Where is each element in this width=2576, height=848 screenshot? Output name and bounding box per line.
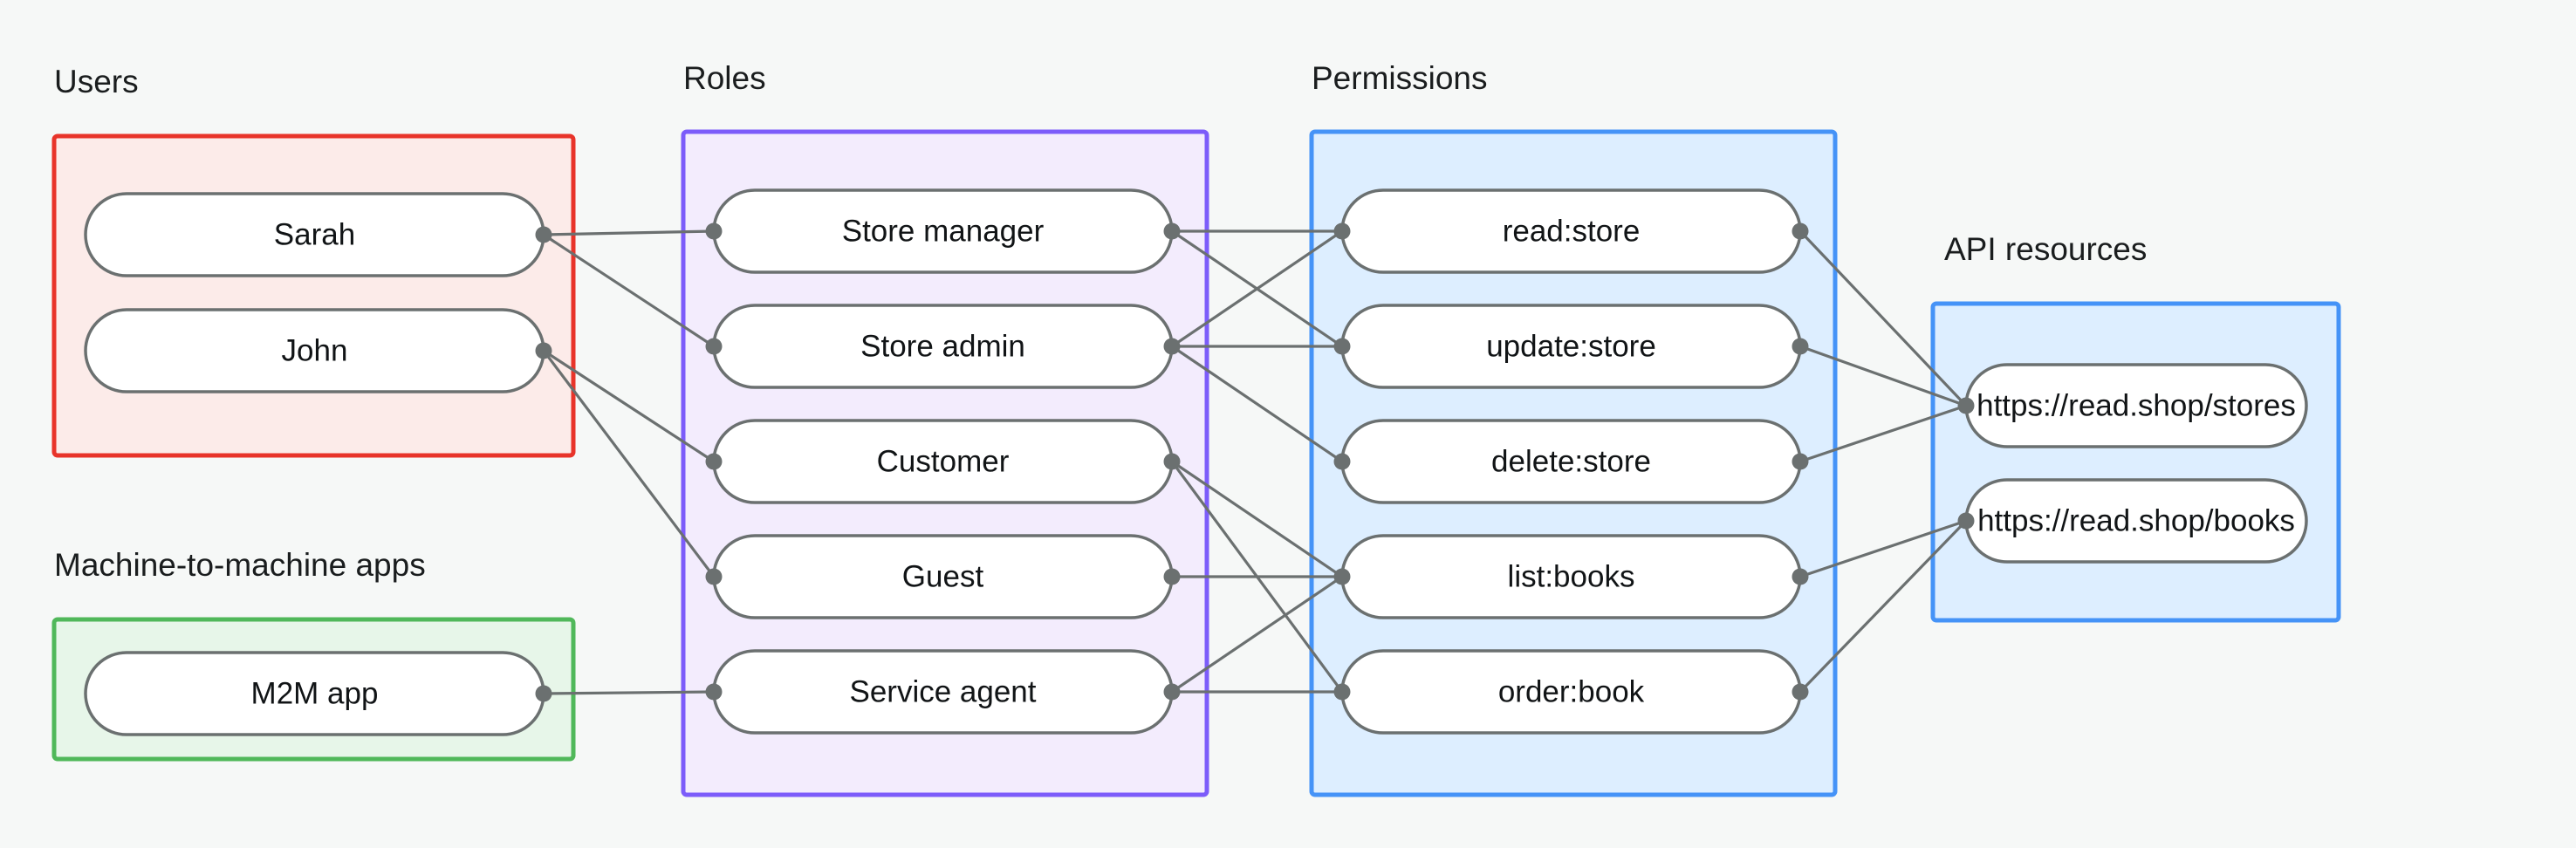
edge-endpoint-dot-target-read-store [1333,222,1351,240]
edge-endpoint-dot-target-order-book [1333,683,1351,701]
edge-endpoint-dot-source-delete-store [1792,453,1809,470]
edge-endpoint-dot-target-read-shop-stores [1957,397,1975,414]
edge-endpoint-dot-source-customer [1163,453,1181,470]
edge-endpoint-dot-target-read-shop-books [1957,512,1975,530]
group-box-api-resources [1930,301,2341,623]
node-label-order-book: order:book [1498,674,1645,708]
edge-endpoint-dot-target-service-agent [705,683,723,701]
node-label-read-store: read:store [1503,214,1641,248]
edge-endpoint-dot-source-order-book [1792,683,1809,701]
edge-update-store-to-read-shop-stores [1799,345,1967,407]
edge-order-book-to-read-shop-books [1798,519,1968,694]
edge-endpoint-dot-source-read-store [1792,222,1809,240]
edge-store-admin-to-read-store [1171,229,1343,348]
group-label-roles: Roles [683,60,766,96]
node-label-sarah: Sarah [274,217,355,251]
node-label-delete-store: delete:store [1491,444,1651,478]
node-label-guest: Guest [902,559,984,593]
edge-sarah-to-store-admin [543,233,715,348]
edge-endpoint-dot-target-update-store [1333,338,1351,355]
edge-endpoint-dot-target-store-manager [705,222,723,240]
edge-read-store-to-read-shop-stores [1798,229,1968,407]
node-label-store-manager: Store manager [842,214,1045,248]
edge-endpoint-dot-source-store-manager [1163,222,1181,240]
edge-list-books-to-read-shop-books [1799,519,1967,578]
edge-john-to-customer [543,349,715,463]
node-label-service-agent: Service agent [849,674,1036,708]
group-label-users: Users [54,64,139,99]
edge-service-agent-to-list-books [1171,575,1343,694]
edges-layer [542,229,1968,695]
edge-endpoint-dot-source-store-admin [1163,338,1181,355]
group-label-permissions: Permissions [1312,60,1488,96]
group-label-m2m: Machine-to-machine apps [54,547,426,583]
edge-endpoint-dot-target-guest [705,568,723,585]
edge-endpoint-dot-source-john [535,342,552,359]
edge-endpoint-dot-target-store-admin [705,338,723,355]
edge-endpoint-dot-target-list-books [1333,568,1351,585]
edge-customer-to-list-books [1171,460,1343,578]
node-label-john: John [282,333,348,367]
node-label-read-shop-books: https://read.shop/books [1977,503,2295,537]
edge-endpoint-dots-layer [535,222,1975,702]
edge-endpoint-dot-source-service-agent [1163,683,1181,701]
edge-sarah-to-store-manager [543,229,715,236]
edge-endpoint-dot-source-m2m-app [535,685,552,702]
node-label-customer: Customer [877,444,1010,478]
edge-endpoint-dot-source-update-store [1792,338,1809,355]
edge-delete-store-to-read-shop-stores [1799,404,1967,463]
node-label-list-books: list:books [1508,559,1635,593]
group-label-api-resources: API resources [1944,231,2147,267]
edge-store-admin-to-delete-store [1171,345,1343,463]
edge-endpoint-dot-target-delete-store [1333,453,1351,470]
node-label-read-shop-stores: https://read.shop/stores [1977,388,2296,422]
node-label-update-store: update:store [1486,329,1656,363]
edge-endpoint-dot-source-list-books [1792,568,1809,585]
edge-endpoint-dot-target-customer [705,453,723,470]
group-box-users [51,133,576,458]
node-label-m2m-app: M2M app [251,676,379,710]
edge-m2m-app-to-service-agent [543,690,715,695]
edge-john-to-guest [542,350,716,578]
edge-endpoint-dot-source-guest [1163,568,1181,585]
node-label-store-admin: Store admin [860,329,1025,363]
edge-endpoint-dot-source-sarah [535,226,552,243]
